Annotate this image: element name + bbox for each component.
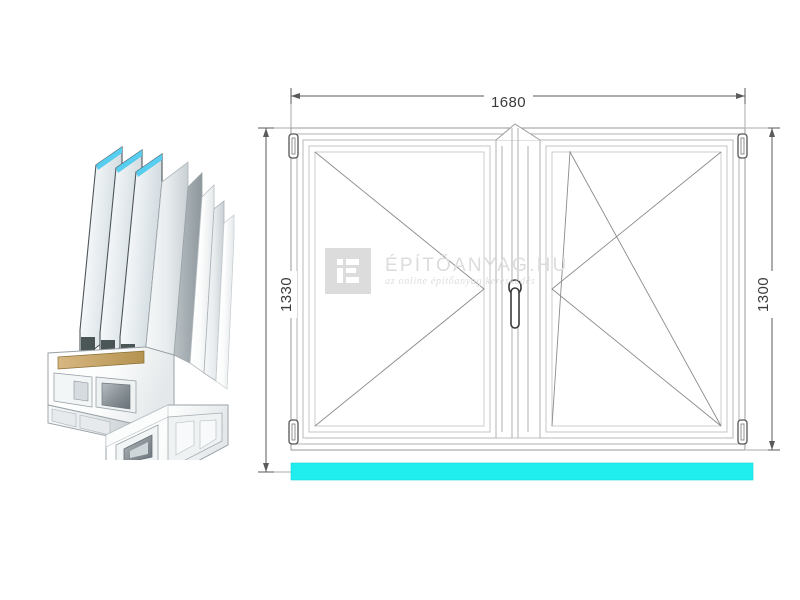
- right-sash: [539, 139, 734, 439]
- top-right-hinge: [737, 133, 748, 159]
- sash-bottom-profile-cut: [47, 346, 175, 442]
- window-sill: [290, 462, 754, 481]
- left-sash: [302, 139, 497, 439]
- window-handle: [508, 279, 522, 329]
- hinges: [288, 133, 748, 445]
- dimension-height-right-label: 1300: [752, 271, 774, 318]
- window-technical-drawing: [250, 80, 790, 510]
- frame-bottom-profile-cut: [105, 404, 229, 478]
- window-profile-cross-section: [18, 105, 248, 478]
- opening-symbol-tilt-turn-right: [551, 150, 722, 427]
- dimension-height-left-label: 1330: [275, 271, 297, 318]
- opening-symbol-turn-left: [314, 151, 485, 427]
- frame-outer-leg: [189, 184, 215, 374]
- top-left-hinge: [288, 133, 299, 159]
- frame-outer-leg-2: [203, 200, 225, 382]
- dimension-width-label: 1680: [484, 94, 533, 111]
- sash-profile-shadow: [173, 172, 203, 364]
- bottom-left-hinge: [288, 419, 299, 445]
- bottom-right-hinge: [737, 419, 748, 445]
